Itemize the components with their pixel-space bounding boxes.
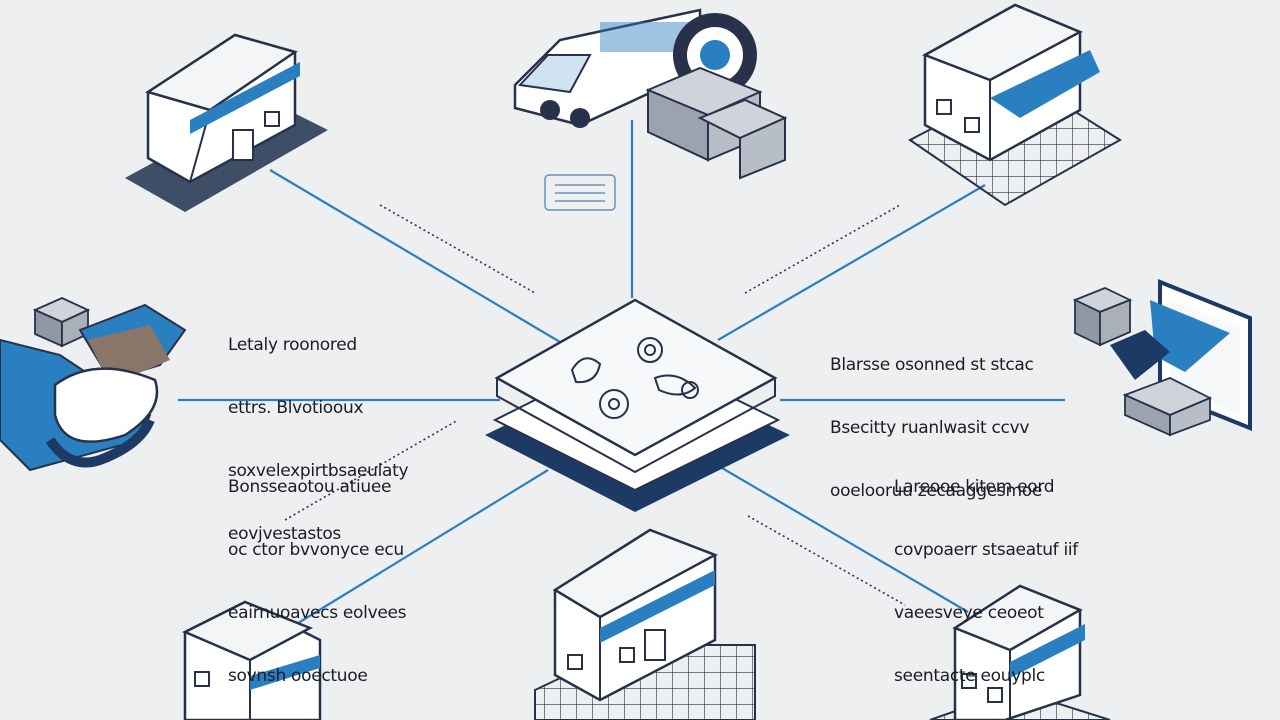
connector-top-right <box>717 184 986 341</box>
label-line: oc ctor bvvonyce ecu <box>228 540 404 560</box>
label-top-left: Letaly roonored ettrs. Blvotiooux soxvel… <box>228 293 409 566</box>
label-line: soxvelexpirtbsaeulaty <box>228 461 409 481</box>
label-line: eairnuoavecs eolvees <box>228 603 407 623</box>
label-bottom-right: Lareooe kitem eord covpoaerr stsaeatuf i… <box>894 435 1078 708</box>
label-line: Letaly roonored <box>228 335 357 355</box>
connector-lines <box>178 120 1065 629</box>
central-hub-icon <box>485 298 790 512</box>
legend-glyph-icon <box>544 174 616 211</box>
label-line: covpoaerr stsaeatuf iif <box>894 540 1078 560</box>
label-bottom-left: Bonsseaotou atiuee oc ctor bvvonyce ecu … <box>228 435 407 708</box>
laptop-icon <box>1072 279 1252 437</box>
dashed-guides <box>284 204 906 606</box>
label-line: eovjvestastos <box>228 524 341 544</box>
label-line: Bonsseaotou atiuee <box>228 477 392 497</box>
store-top-right <box>908 3 1122 207</box>
label-line: ettrs. Blvotiooux <box>228 398 364 418</box>
handshake-icon <box>0 297 187 472</box>
connector-bottom-right <box>721 467 969 613</box>
warehouse-top-left <box>125 33 328 212</box>
delivery-truck-icon <box>513 8 702 128</box>
label-line: ooelooruu zecaaggesmoe <box>830 481 1043 501</box>
connector-bottom-left <box>289 469 549 629</box>
label-line: sovnsh ooectuoe <box>228 666 368 686</box>
label-line: Bsecitty ruanlwasit ccvv <box>830 418 1030 438</box>
label-line: Lareooe kitem eord <box>894 477 1055 497</box>
label-line: Blarsse osonned st stcac <box>830 355 1034 375</box>
label-top-right: Blarsse osonned st stcac Bsecitty ruanlw… <box>830 313 1042 523</box>
store-bottom-center <box>534 528 756 720</box>
gears-icon <box>570 337 699 419</box>
store-bottom-left <box>182 600 322 720</box>
parcel-boxes-icon <box>645 66 788 180</box>
connector-top-left <box>269 169 561 343</box>
label-line: vaeesveye ceoeot <box>894 603 1044 623</box>
label-line: seentacte eouyplc <box>894 666 1045 686</box>
store-bottom-right <box>929 584 1111 720</box>
